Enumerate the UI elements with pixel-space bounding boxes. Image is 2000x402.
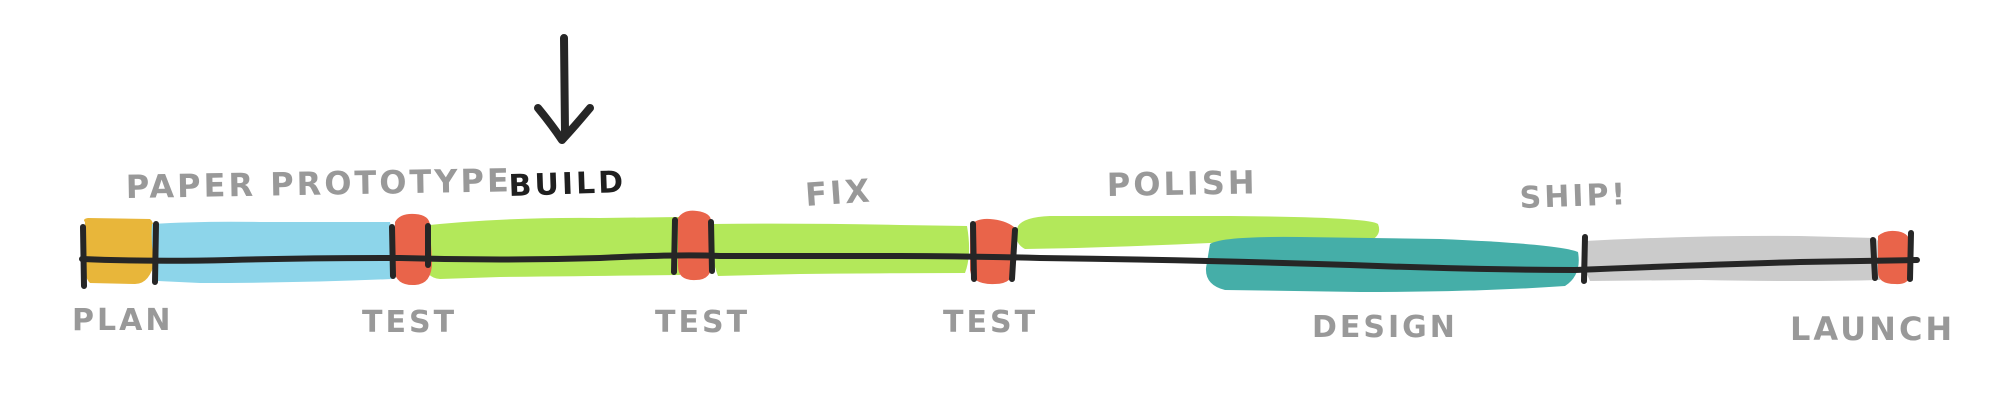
- paper-prototype-band: [151, 221, 394, 283]
- label-test-3: TEST: [943, 305, 1038, 340]
- fix-band: [710, 223, 970, 276]
- tick-plan-start: [80, 224, 87, 289]
- label-build: BUILD: [508, 165, 627, 204]
- down-arrow-icon: [534, 34, 594, 144]
- label-fix: FIX: [804, 171, 874, 214]
- label-design: DESIGN: [1312, 310, 1458, 345]
- test-blob-1: [394, 213, 432, 286]
- tick-test3-start: [970, 221, 977, 282]
- tick-test3-end: [1009, 227, 1018, 282]
- tick-ship-start: [1581, 234, 1588, 284]
- timeline-line: [79, 252, 1920, 274]
- label-launch: LAUNCH: [1790, 310, 1955, 348]
- build-band: [420, 217, 682, 279]
- tick-marks: [80, 217, 1914, 289]
- tick-launch-1: [1870, 237, 1878, 281]
- label-plan: PLAN: [72, 303, 173, 338]
- test-blob-3: [970, 218, 1015, 285]
- tick-plan-end: [152, 221, 159, 285]
- tick-test1-start: [389, 224, 396, 279]
- tick-launch-2: [1907, 230, 1914, 282]
- test-blob-2: [678, 210, 712, 281]
- label-polish: POLISH: [1106, 163, 1257, 204]
- label-test-2: TEST: [655, 305, 750, 340]
- label-test-1: TEST: [362, 305, 457, 340]
- label-ship: SHIP!: [1519, 177, 1629, 216]
- label-paper-prototype: PAPER PROTOTYPE: [125, 161, 512, 206]
- plan-band: [83, 218, 156, 284]
- tick-test2-end: [708, 219, 715, 274]
- tick-test2-start: [671, 217, 678, 275]
